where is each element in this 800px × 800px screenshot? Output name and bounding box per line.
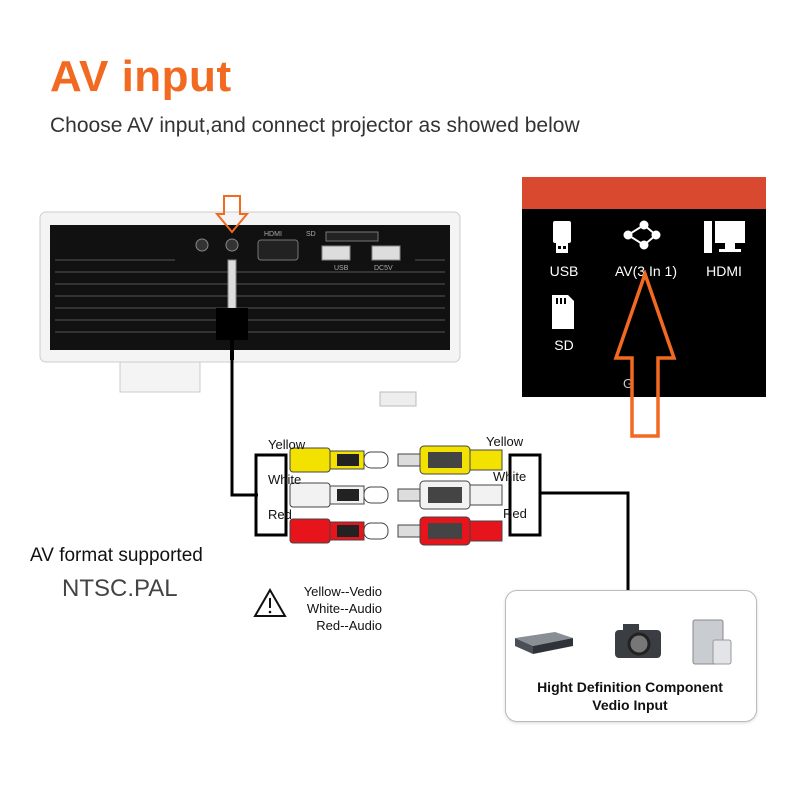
- page-subtitle: Choose AV input,and connect projector as…: [50, 114, 580, 137]
- right-label-white: White: [493, 469, 527, 484]
- device-caption: Hight Definition Component Vedio Input: [520, 678, 740, 714]
- device-caption-line2: Vedio Input: [592, 697, 668, 713]
- left-rca-red: [289, 518, 389, 544]
- sd-card-icon: [552, 295, 574, 329]
- ir-sensor: [195, 238, 209, 252]
- warning-icon: [253, 587, 287, 617]
- port-label-hdmi: HDMI: [264, 231, 282, 238]
- usb-drive-icon: [553, 221, 571, 253]
- left-rca-yellow: [289, 447, 389, 473]
- menu-item-sd[interactable]: SD: [554, 337, 574, 353]
- right-rca-white: [397, 480, 503, 510]
- format-value: NTSC.PAL: [62, 575, 178, 602]
- sd-slot: [325, 231, 379, 242]
- page-title: AV input: [50, 52, 232, 101]
- right-label-red: Red: [503, 506, 527, 521]
- right-rca-red: [397, 516, 503, 546]
- right-label-yellow: Yellow: [486, 434, 524, 449]
- av-jack: [225, 238, 239, 252]
- dvd-player-icon: [515, 632, 573, 654]
- projector: HDMI SD USB DC5V: [39, 211, 461, 407]
- format-title: AV format supported: [30, 545, 203, 566]
- usb-port: [321, 245, 351, 261]
- hdmi-port: [257, 239, 299, 261]
- cable-legend: Yellow--Vedio White--Audio Red--Audio: [296, 583, 382, 634]
- legend-white: White--Audio: [306, 601, 382, 616]
- port-label-usb: USB: [334, 265, 349, 272]
- av-plug-tip: [227, 259, 237, 311]
- usb-port-2: [371, 245, 401, 261]
- left-rca-white: [289, 482, 389, 508]
- menu-fragment: G: [623, 376, 634, 391]
- device-icons: [515, 619, 732, 665]
- device-caption-line1: Hight Definition Component: [537, 679, 723, 695]
- port-label-dc: DC5V: [374, 265, 393, 272]
- port-label-sd: SD: [306, 231, 316, 238]
- source-menu-icons: [552, 220, 745, 329]
- camera-icon: [615, 624, 661, 658]
- legend-red: Red--Audio: [316, 618, 382, 633]
- left-label-white: White: [268, 472, 302, 487]
- left-label-yellow: Yellow: [268, 437, 306, 452]
- share-icon: [623, 220, 661, 250]
- legend-yellow: Yellow--Vedio: [303, 584, 382, 599]
- up-arrow-icon: [613, 270, 677, 438]
- right-rca-yellow: [397, 445, 503, 475]
- down-arrow-icon: [214, 195, 250, 234]
- source-menu-header: [522, 177, 766, 209]
- av-plug-body: [216, 308, 248, 340]
- game-console-icon: [692, 619, 732, 665]
- left-label-red: Red: [268, 507, 292, 522]
- source-menu: [522, 177, 766, 397]
- menu-item-hdmi[interactable]: HDMI: [706, 263, 742, 279]
- menu-item-usb[interactable]: USB: [549, 263, 579, 279]
- menu-item-av[interactable]: AV(3 In 1): [615, 263, 677, 279]
- monitor-icon: [704, 221, 745, 253]
